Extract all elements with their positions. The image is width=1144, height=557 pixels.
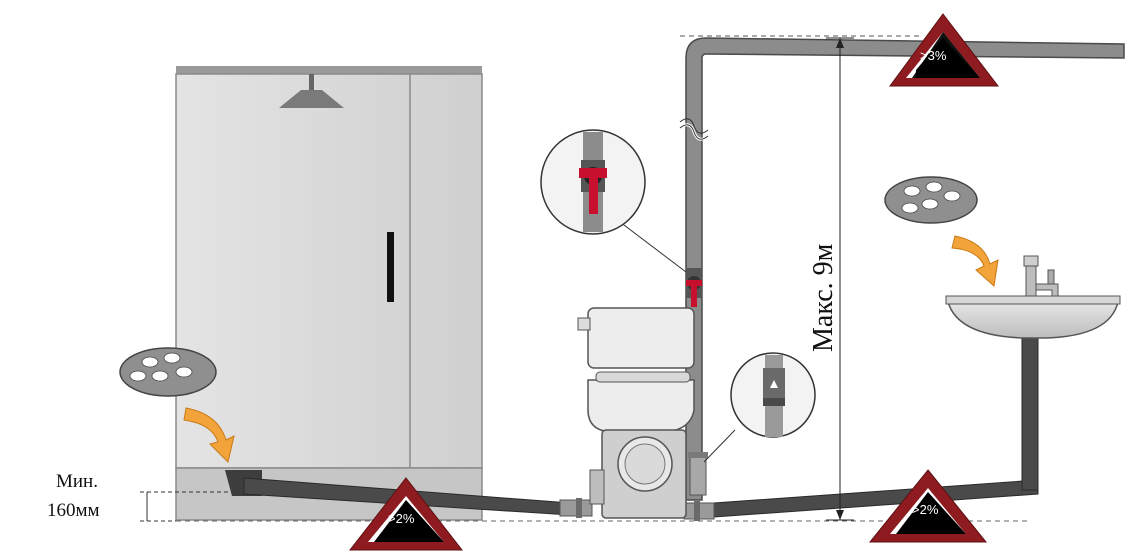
slope-warning-icon: >2% (868, 469, 988, 543)
check-valve-icon (703, 352, 816, 463)
slope-warning-icon: >3% (889, 13, 1000, 87)
drain-grate-icon (884, 176, 978, 224)
washbasin (945, 255, 1121, 339)
drain-grate-icon (119, 347, 217, 397)
toilet-with-pump (577, 307, 695, 519)
flow-arrow-icon (183, 407, 235, 463)
shower-door-handle (387, 232, 394, 302)
min-height-dimension: Мин. 160мм (47, 471, 232, 522)
min-height-label-line2: 160мм (47, 500, 100, 521)
shower-top-rail (176, 66, 482, 74)
toilet-cistern (587, 307, 695, 369)
slope-right-label: >2% (912, 502, 939, 517)
slope-top-label: >3% (920, 48, 947, 63)
slope-left-label: >2% (388, 511, 415, 526)
flow-arrow-icon (951, 235, 999, 287)
drain-pipe-right (683, 334, 1039, 521)
shower-panel (175, 73, 483, 469)
slope-warning-icon: >2% (348, 477, 464, 551)
faucet-icon (1023, 255, 1059, 297)
shower-head-icon (279, 74, 344, 108)
ball-valve-icon (686, 268, 702, 307)
discharge-pipe (679, 37, 1125, 501)
max-height-label: Макс. 9м (808, 243, 839, 352)
toilet-bowl (587, 379, 695, 433)
max-height-dimension: Макс. 9м (680, 35, 920, 521)
min-height-label-line1: Мин. (56, 471, 98, 492)
valve-zoom-callout (540, 129, 687, 273)
shower-cabin (175, 66, 483, 521)
